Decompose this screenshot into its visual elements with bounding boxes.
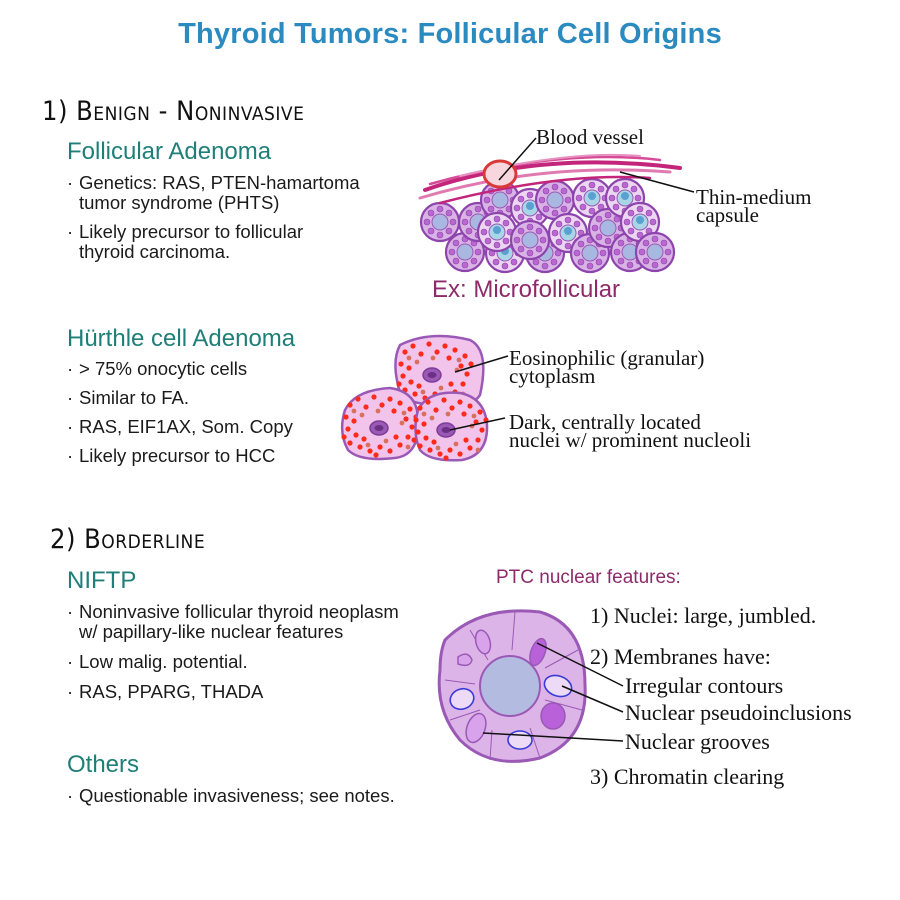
hurthle-cells	[340, 334, 489, 462]
niftp-bullet-2: ·Low malig. potential.	[67, 651, 248, 672]
subhead-hurthle-adenoma: Hürthle cell Adenoma	[67, 325, 296, 352]
leader-pseudoinclusions	[561, 685, 624, 713]
ptc-item-grooves: Nuclear grooves	[625, 729, 770, 754]
ha-bullet-1: ·> 75% onocytic cells	[67, 358, 248, 379]
capsule	[418, 153, 682, 205]
subhead-niftp: NIFTP	[67, 567, 137, 594]
niftp-bullet-1: ·Noninvasive follicular thyroid neoplasm…	[67, 601, 399, 642]
others-bullet-1: ·Questionable invasiveness; see notes.	[67, 785, 395, 806]
fa-bullet-1: ·Genetics: RAS, PTEN-hamartoma tumor syn…	[67, 172, 360, 213]
leader-grooves	[482, 732, 624, 742]
leader-capsule	[619, 171, 695, 193]
ptc-item-1: 1) Nuclei: large, jumbled.	[590, 603, 817, 628]
fa-bullet-2: ·Likely precursor to follicular thyroid …	[67, 221, 304, 262]
subhead-follicular-adenoma: Follicular Adenoma	[67, 138, 272, 165]
ha-bullet-2: ·Similar to FA.	[67, 387, 189, 408]
ptc-item-irregular: Irregular contours	[625, 673, 784, 698]
niftp-bullet-3: ·RAS, PPARG, THADA	[67, 681, 264, 702]
ha-bullet-3: ·RAS, EIF1AX, Som. Copy	[67, 416, 293, 437]
ptc-item-pseudoinclusions: Nuclear pseudoinclusions	[625, 700, 852, 725]
microfollicular-cluster	[419, 177, 676, 274]
subhead-others: Others	[67, 751, 140, 778]
label-dark-nuclei: Dark, centrally located nuclei w/ promin…	[509, 410, 752, 452]
section-heading-borderline: 2) Borderline	[50, 524, 206, 555]
leader-nuclei	[449, 417, 506, 431]
page-title: Thyroid Tumors: Follicular Cell Origins	[178, 18, 722, 50]
leader-eosinophilic	[454, 355, 509, 373]
label-blood-vessel: Blood vessel	[536, 125, 644, 149]
label-thin-medium: Thin-medium	[696, 185, 812, 209]
ptc-item-2: 2) Membranes have:	[590, 644, 771, 669]
caption-microfollicular: Ex: Microfollicular	[432, 276, 621, 303]
section-heading-benign: 1) Benign - Noninvasive	[42, 96, 305, 127]
ha-bullet-4: ·Likely precursor to HCC	[67, 445, 276, 466]
blood-vessel	[482, 159, 518, 189]
label-capsule: capsule	[696, 203, 759, 227]
ptc-features-heading: PTC nuclear features:	[496, 567, 681, 588]
leader-blood-vessel	[498, 137, 537, 181]
ptc-item-3: 3) Chromatin clearing	[590, 764, 785, 789]
label-eosinophilic: Eosinophilic (granular) cytoplasm	[509, 346, 705, 388]
leader-irregular	[536, 642, 624, 687]
